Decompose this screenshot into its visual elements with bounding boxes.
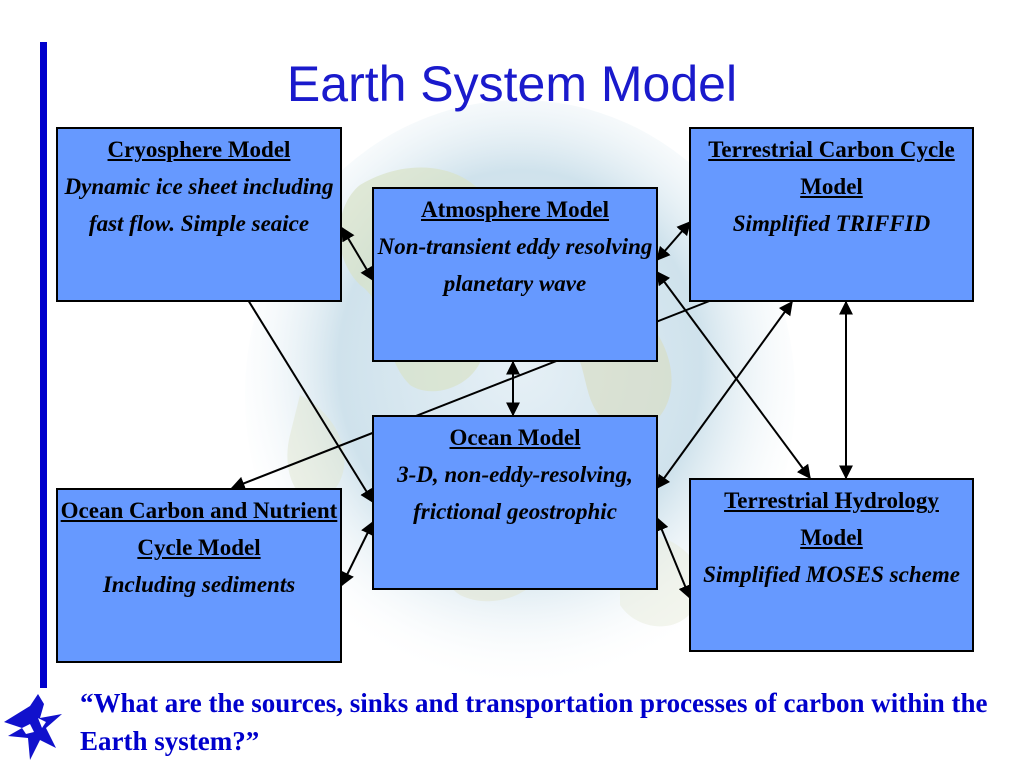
ocean-model-box: Ocean Model 3-D, non-eddy-resolving, fri… — [372, 415, 658, 590]
slide-quote: “What are the sources, sinks and transpo… — [80, 688, 988, 756]
terrestrial-carbon-model-box: Terrestrial Carbon Cycle Model Simplifie… — [689, 127, 974, 302]
cryosphere-model-box: Cryosphere Model Dynamic ice sheet inclu… — [56, 127, 342, 302]
box-description: Including sediments — [102, 572, 296, 597]
arrow-atmosphere-terrestrial-hydrology — [656, 270, 811, 480]
box-description: Non-transient eddy resolving planetary w… — [377, 234, 653, 296]
accent-bar — [40, 42, 47, 688]
box-description: Simplified TRIFFID — [732, 211, 931, 236]
box-title: Terrestrial Carbon Cycle Model — [708, 137, 955, 199]
box-title: Ocean Model — [449, 425, 581, 450]
box-description: 3-D, non-eddy-resolving, frictional geos… — [397, 462, 633, 524]
ocean-carbon-model-box: Ocean Carbon and Nutrient Cycle Model In… — [56, 488, 342, 663]
arrow-cryosphere-atmosphere — [341, 226, 374, 282]
dove-logo-icon — [4, 694, 62, 760]
terrestrial-hydrology-model-box: Terrestrial Hydrology Model Simplified M… — [689, 478, 974, 652]
box-title: Terrestrial Hydrology Model — [724, 488, 939, 550]
arrow-ocean-terrestrial-hydrology — [655, 516, 692, 600]
box-title: Atmosphere Model — [420, 197, 610, 222]
arrow-ocean-carbon-ocean — [341, 520, 374, 587]
arrow-atmosphere-terrestrial-carbon — [656, 220, 691, 262]
box-title: Cryosphere Model — [107, 137, 291, 162]
slide-title: Earth System Model — [286, 56, 738, 112]
box-title: Ocean Carbon and Nutrient Cycle Model — [60, 498, 338, 560]
atmosphere-model-box: Atmosphere Model Non-transient eddy reso… — [372, 187, 658, 362]
box-description: Dynamic ice sheet including fast flow. S… — [64, 174, 334, 236]
arrow-terrestrial-carbon-ocean — [656, 300, 793, 490]
box-description: Simplified MOSES scheme — [703, 562, 960, 587]
arrow-cryosphere-ocean — [247, 299, 374, 504]
